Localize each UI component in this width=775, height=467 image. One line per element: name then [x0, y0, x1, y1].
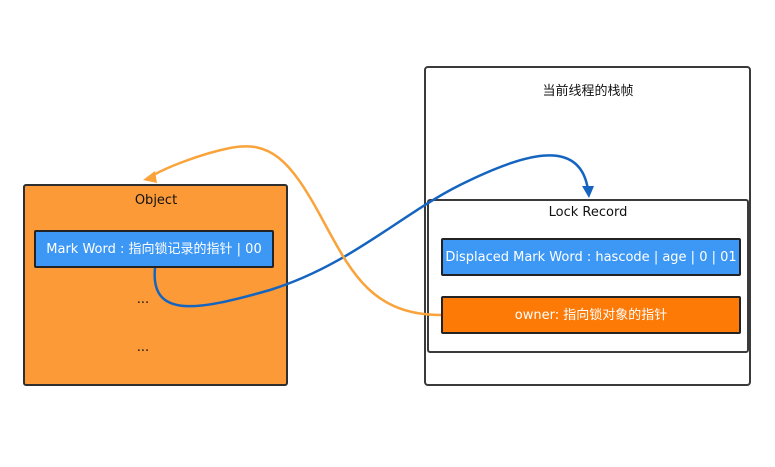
stack-frame-title: 当前线程的栈帧 [542, 84, 634, 99]
object-box [23, 184, 288, 386]
displaced-mark-word-label: Displaced Mark Word : hascode | age | 0 … [445, 250, 737, 265]
owner-label: owner: 指向锁对象的指针 [514, 308, 668, 323]
orange-arrowhead-icon [143, 171, 157, 183]
object-title: Object [134, 193, 178, 208]
object-ellipsis-1: ... [136, 292, 150, 307]
object-ellipsis-2: ... [136, 340, 150, 355]
lock-record-title: Lock Record [548, 205, 628, 220]
mark-word-label: Mark Word : 指向锁记录的指针 | 00 [46, 242, 262, 257]
